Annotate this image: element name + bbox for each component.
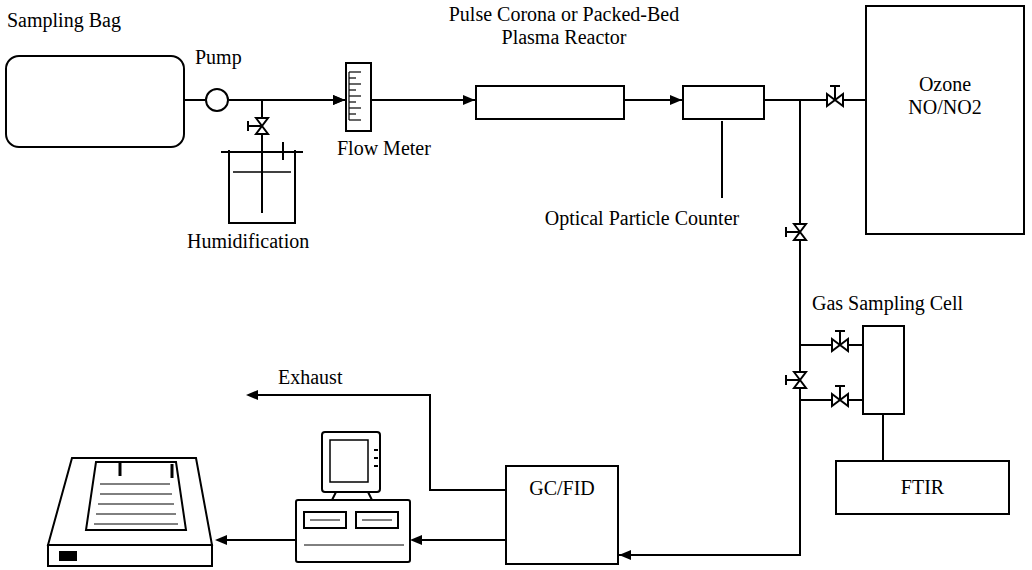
vessel-outline <box>227 150 297 225</box>
gas-cell: Gas Sampling Cell <box>862 325 905 415</box>
scale-bar <box>348 72 349 120</box>
scale-tick <box>349 77 356 78</box>
bubbler-tube <box>261 150 263 213</box>
scale-tick <box>349 101 356 102</box>
valve-handle <box>835 385 845 387</box>
scale-tick <box>349 113 356 114</box>
humidifier-vessel: Humidification <box>227 150 297 225</box>
pipe-line <box>372 99 475 101</box>
gc-fid-box: GC/FID <box>505 465 619 565</box>
plasma-reactor: Pulse Corona or Packed-Bed Plasma Reacto… <box>475 85 625 120</box>
meter-scale <box>347 64 370 130</box>
vessel-wall <box>229 150 295 223</box>
pipe-connector <box>262 95 345 150</box>
valve-symbol <box>248 118 268 134</box>
arrowhead <box>619 550 631 560</box>
leader-line <box>721 121 723 198</box>
valve-handle <box>785 375 787 385</box>
pipe-line <box>262 100 345 150</box>
valve-handle <box>785 227 787 237</box>
arrowhead <box>215 535 227 545</box>
pipe-line <box>882 415 884 460</box>
node-label: Ozone NO/NO2 <box>899 7 991 119</box>
valve-stem <box>839 331 841 345</box>
particle-counter: Optical Particle Counter <box>682 85 765 120</box>
valve-stem <box>786 379 800 381</box>
signal-line <box>225 539 295 541</box>
valve-handle <box>247 121 249 131</box>
arrowhead <box>246 390 258 400</box>
node-label: Sampling Bag <box>7 9 207 32</box>
scale-tick <box>349 89 356 90</box>
scale-tick <box>349 107 361 108</box>
valve-symbol <box>786 372 806 388</box>
arrowhead <box>670 95 682 105</box>
analyzer-box: Ozone NO/NO2 <box>865 5 1025 235</box>
valve-handle <box>830 85 840 87</box>
valve-symbol <box>832 331 848 351</box>
pipe-connector <box>883 415 884 460</box>
arrowhead <box>333 95 345 105</box>
text-label: Exhaust <box>276 366 344 389</box>
pipe-line <box>619 100 800 555</box>
valve-symbol <box>786 224 806 240</box>
vent-tube <box>282 142 284 160</box>
scale-tick <box>349 71 361 72</box>
printer-icon <box>48 458 212 566</box>
arrowhead <box>333 95 345 105</box>
arrowhead <box>410 535 422 545</box>
valve-symbol <box>827 86 843 106</box>
signal-line <box>420 539 505 541</box>
valve-handle <box>835 330 845 332</box>
valve-stem <box>786 231 800 233</box>
valve-symbol <box>832 386 848 406</box>
node-label: Humidification <box>187 230 357 253</box>
pipe-connector <box>625 95 682 105</box>
arrowhead <box>463 95 475 105</box>
valve-stem <box>839 386 841 400</box>
computer-icon <box>296 432 410 562</box>
scale-tick <box>349 83 361 84</box>
node-label: Flow Meter <box>337 137 467 160</box>
pipe-line <box>185 99 205 101</box>
scale-tick <box>349 119 361 120</box>
sampling-bag: Sampling Bag <box>5 55 185 148</box>
node-label: Optical Particle Counter <box>492 207 792 230</box>
ftir-box: FTIR <box>835 460 1010 515</box>
flow-meter: Flow Meter <box>345 62 372 132</box>
valve-stem <box>834 86 836 100</box>
valve-stem <box>248 125 262 127</box>
pipe-connector <box>185 100 205 101</box>
node-label: Pump <box>195 46 275 69</box>
node-label: Gas Sampling Cell <box>812 292 1012 315</box>
pipe-connector <box>372 95 475 105</box>
node-label: FTIR <box>901 476 944 499</box>
node-label: GC/FID <box>507 467 617 500</box>
pump-circle: Pump <box>205 88 229 112</box>
scale-tick <box>349 95 361 96</box>
pipe-connector <box>619 100 800 560</box>
node-label: Pulse Corona or Packed-Bed Plasma Reacto… <box>439 3 689 49</box>
